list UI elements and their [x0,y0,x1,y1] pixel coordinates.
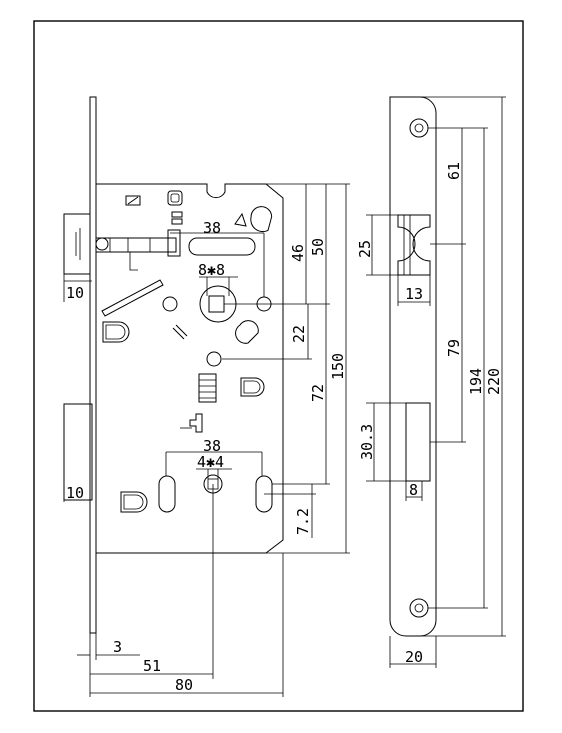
strike-latch-opening [397,214,431,276]
latch-follower [167,229,181,257]
dim-bottom-centers: 38 [203,437,221,455]
dim-latch-tongue: 10 [66,284,84,302]
top-slot [188,237,256,256]
dim-latch-to-spindle: 46 [289,244,307,262]
dim-bottom-square: 4✱4 [197,453,224,471]
dim-strike-bolt-height: 30.3 [358,424,376,460]
dim-case-height: 150 [329,353,347,380]
t-tab [189,413,203,433]
spring [101,279,164,317]
dim-strike-bolt-width: 8 [409,481,418,499]
triangle-mark [234,212,247,227]
dim-top-centers: 38 [203,219,221,237]
dim-bolt-tongue: 10 [66,484,84,502]
strike-plate [389,96,437,637]
screw-hole-top [409,118,429,138]
top-tab [167,190,183,206]
dim-cylinder-offset: 7.2 [294,508,312,535]
screw-hole-bottom [409,598,429,618]
dim-case-depth: 80 [175,676,193,694]
dim-backset: 51 [143,657,161,675]
fixing-hole-left [162,296,178,312]
latch-tongue [63,213,91,275]
latch-bar [96,237,177,253]
dim-front-width: 3 [113,638,122,656]
dim-top-to-spindle: 50 [309,238,327,256]
spindle-square [208,295,225,313]
drawing-frame [33,20,524,712]
strike-bolt-opening [405,402,431,482]
d-holes [102,206,273,513]
strike-dimension-lines [366,96,506,668]
strike-outline [389,96,437,637]
dim-spindle-square: 8✱8 [198,261,225,279]
cylinder-slot-left [158,475,176,513]
dim-strike-latch-height: 25 [356,240,374,258]
forend-plate [89,96,97,634]
dim-strike-gap: 79 [445,339,463,357]
ribbed-block [198,373,217,403]
dim-spindle-to-hole: 22 [290,325,308,343]
dim-plate-width: 20 [405,648,423,666]
dim-plate-length: 220 [485,368,503,395]
lock-dimension-lines [63,183,350,697]
top-mark [125,195,141,206]
latch-pin [95,237,109,251]
dim-screw-centers: 194 [467,368,485,395]
dim-spindle-to-cylinder: 72 [309,384,327,402]
center-hole [206,351,222,367]
dim-strike-top-offset: 61 [445,162,463,180]
dim-strike-latch-width: 13 [405,285,423,303]
lock-case [95,183,284,554]
lock-body [63,96,284,634]
